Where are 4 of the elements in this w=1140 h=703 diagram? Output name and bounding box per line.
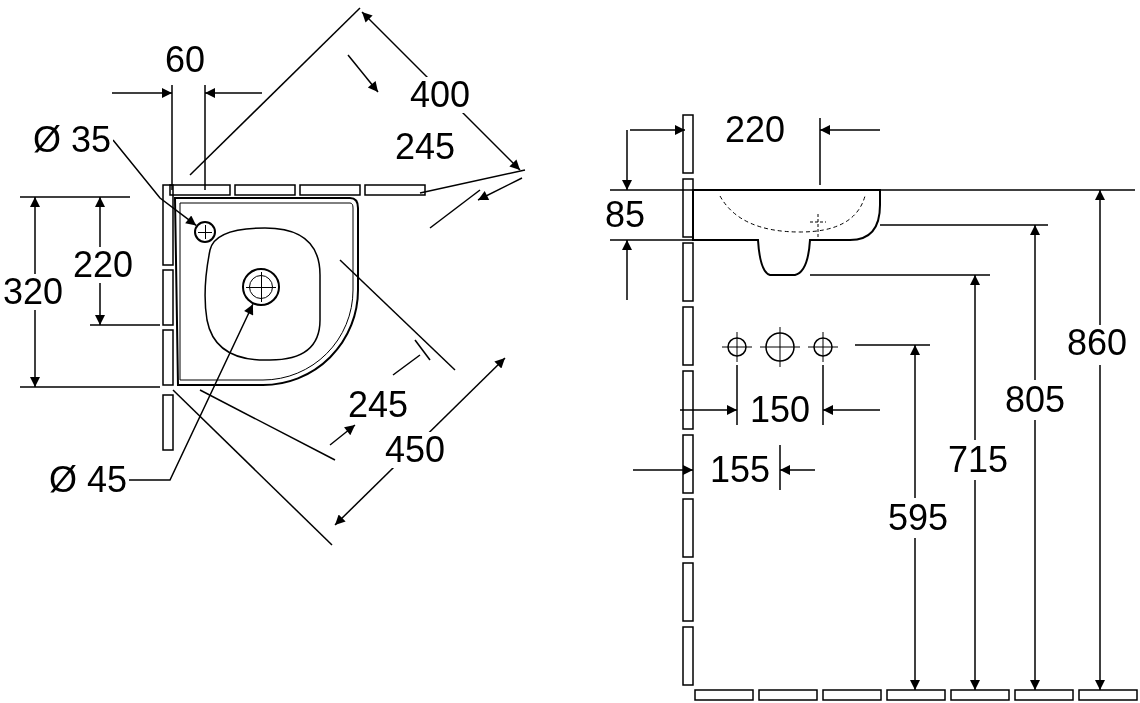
tap-hole [194, 221, 216, 243]
leader-line [112, 139, 197, 227]
leader-line [128, 303, 254, 481]
drain-hole [242, 268, 280, 306]
